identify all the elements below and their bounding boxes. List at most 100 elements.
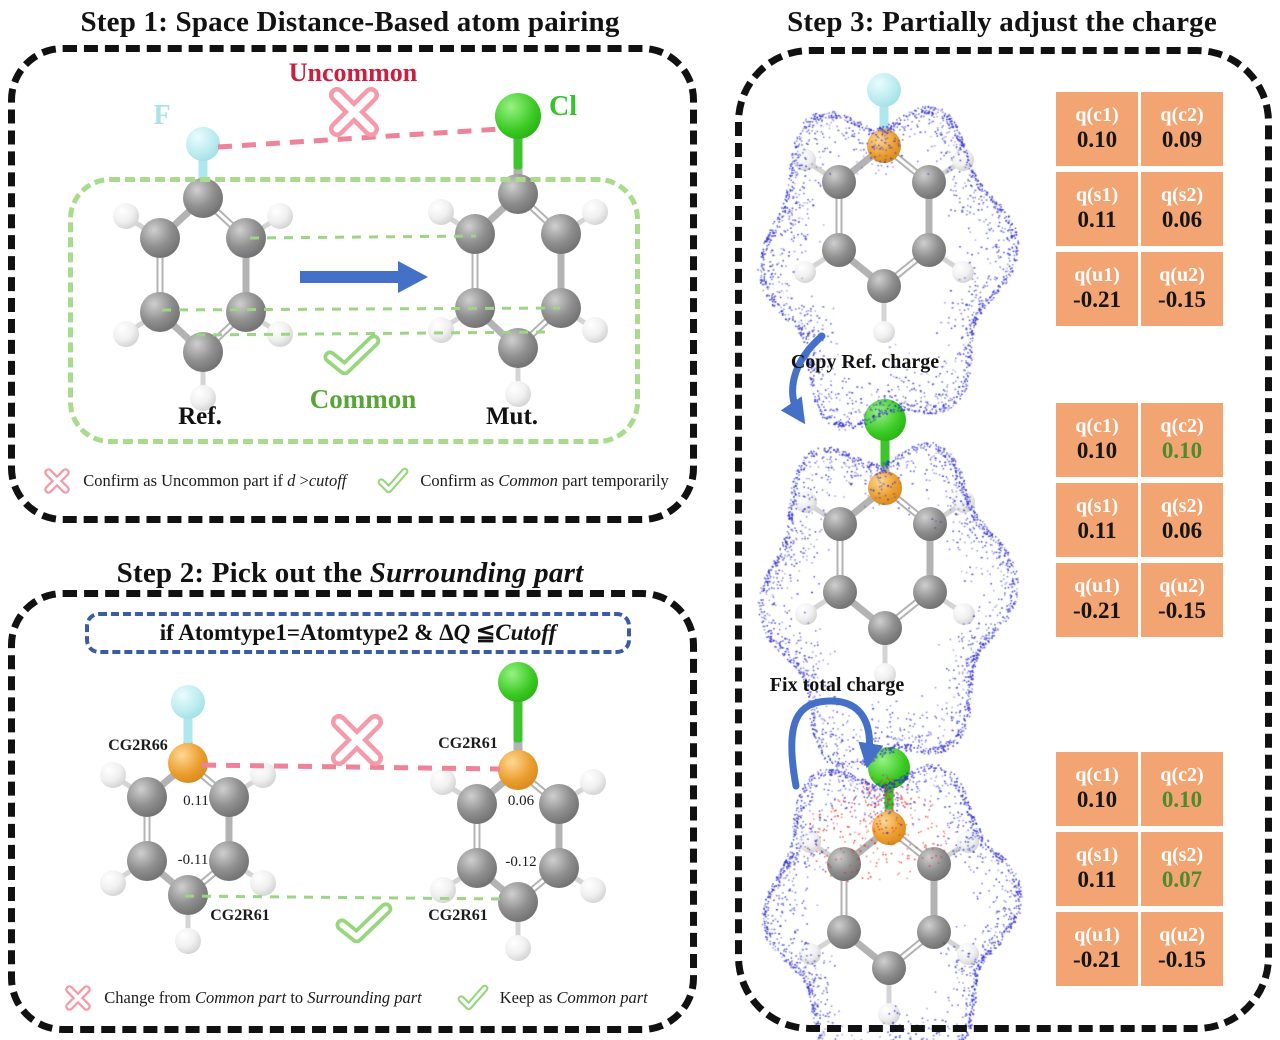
sub-bond-color — [183, 702, 193, 744]
atomtype-condition-text: if Atomtype1=Atomtype2 & ΔQ ≦Cutoff — [159, 620, 557, 645]
c-c-bond — [882, 588, 933, 631]
carbon-atom — [539, 847, 579, 888]
hydrogen-atom — [580, 769, 606, 796]
c-h-bond — [185, 895, 191, 941]
carbon-atom — [498, 174, 538, 214]
c-h-bond — [927, 158, 965, 185]
charge-cell-header: q(u2) — [1159, 575, 1205, 598]
c-h-bond — [808, 840, 846, 867]
c-c-bond — [515, 767, 562, 807]
c-h-bond — [928, 500, 966, 527]
c-h-bond — [227, 858, 265, 885]
partial-charge-value: 0.11 — [183, 793, 209, 810]
carbon-atom — [539, 784, 579, 825]
charge-cell-value: 0.11 — [1077, 207, 1117, 233]
c-h-bond — [559, 209, 597, 237]
carbon-atom — [827, 914, 861, 949]
carbon-atom — [457, 784, 497, 825]
c-c-bond — [557, 234, 565, 308]
c-c-bond — [837, 485, 888, 528]
step1-panel — [8, 45, 697, 523]
carbon-atom — [457, 847, 497, 888]
c-c-bond — [157, 195, 206, 241]
c-h-bond — [886, 968, 892, 1014]
carbon-atom — [498, 328, 538, 368]
cross-icon — [44, 468, 71, 494]
charge-cell-header: q(c1) — [1075, 415, 1119, 438]
hydrogen-atom — [794, 260, 816, 283]
charge-cell-value: 0.10 — [1076, 438, 1118, 464]
sub-bond-color — [880, 420, 890, 467]
carbon-atom — [209, 777, 249, 818]
charge-cell-value: -0.21 — [1073, 947, 1121, 973]
carbon-atom — [912, 165, 946, 200]
hydrogen-atom — [799, 942, 821, 965]
legend-surrounding-rule: Change from Common part to Surrounding p… — [104, 988, 422, 1007]
sub-bond — [879, 90, 889, 146]
hydrogen-atom — [250, 869, 276, 896]
carbon-atom — [912, 232, 946, 267]
atomtype-label: CG2R61 — [210, 906, 270, 924]
sub-bond-color — [198, 144, 208, 181]
charge-cell-header: q(u2) — [1159, 924, 1205, 947]
hydrogen-atom — [952, 260, 974, 283]
hydrogen-atom — [190, 385, 216, 411]
c-c-bond — [881, 246, 932, 289]
c-c-bond — [881, 143, 932, 186]
charge-cell-value: -0.15 — [1158, 598, 1206, 624]
carbon-atom — [498, 882, 538, 922]
check-icon — [377, 467, 409, 494]
charge-cell-header: q(c1) — [1075, 764, 1119, 787]
fluorine-label: F — [153, 100, 171, 131]
hydrogen-atom — [267, 320, 293, 347]
charge-cell-value: 0.10 — [1161, 787, 1203, 813]
charge-cell-header: q(c1) — [1075, 104, 1119, 127]
check-icon-core — [327, 338, 377, 372]
hydrogen-atom — [430, 876, 456, 903]
check-icon — [323, 334, 381, 376]
attachment-carbon-atom — [867, 129, 901, 163]
common-region-box — [68, 177, 640, 444]
step1-legend: Confirm as Uncommon part if d >cutoff Co… — [30, 465, 680, 497]
c-c-bond — [515, 864, 562, 905]
attachment-carbon-atom — [872, 811, 906, 845]
carbon-atom — [917, 847, 951, 882]
charge-cell-value: 0.11 — [1077, 867, 1117, 893]
sub-bond-color — [884, 768, 894, 809]
charge-cell: q(u1)-0.21 — [1056, 563, 1138, 637]
common-pairing-line — [249, 234, 477, 240]
common-pairing-line — [184, 894, 506, 901]
cross-icon — [331, 714, 383, 766]
mutation-arrow-head — [398, 261, 428, 293]
c-c-bond — [185, 760, 232, 800]
carbon-atom — [823, 574, 857, 609]
c-h-bond — [111, 773, 149, 800]
hydrogen-atom — [795, 491, 817, 514]
hydrogen-atom — [505, 381, 531, 407]
carbon-atom — [168, 875, 208, 915]
c-c-bond — [836, 143, 887, 186]
charge-cell-header: q(u1) — [1074, 264, 1120, 287]
step2-legend: Change from Common part to Surrounding p… — [30, 982, 680, 1014]
hydrogen-atom — [795, 602, 817, 625]
hydrogen-atom — [953, 602, 975, 625]
c-h-bond — [804, 589, 842, 616]
charge-cell: q(c1)0.10 — [1056, 403, 1138, 477]
check-icon — [457, 984, 489, 1011]
charge-cell-header: q(s2) — [1160, 844, 1204, 867]
charge-cell: q(c2)0.10 — [1141, 403, 1223, 477]
chlorine-atom — [495, 93, 541, 139]
copy-charge-arrow — [780, 332, 826, 425]
fix-charge-arrow — [788, 697, 884, 790]
hydrogen-atom — [794, 149, 816, 172]
charge-cell-header: q(u1) — [1074, 575, 1120, 598]
sub-bond-color — [513, 116, 523, 170]
hydrogen-atom — [267, 203, 293, 230]
carbon-atom — [917, 914, 951, 949]
sub-bond-color — [513, 682, 523, 742]
charge-cell: q(s1)0.11 — [1056, 832, 1138, 906]
c-c-bond — [474, 767, 521, 807]
